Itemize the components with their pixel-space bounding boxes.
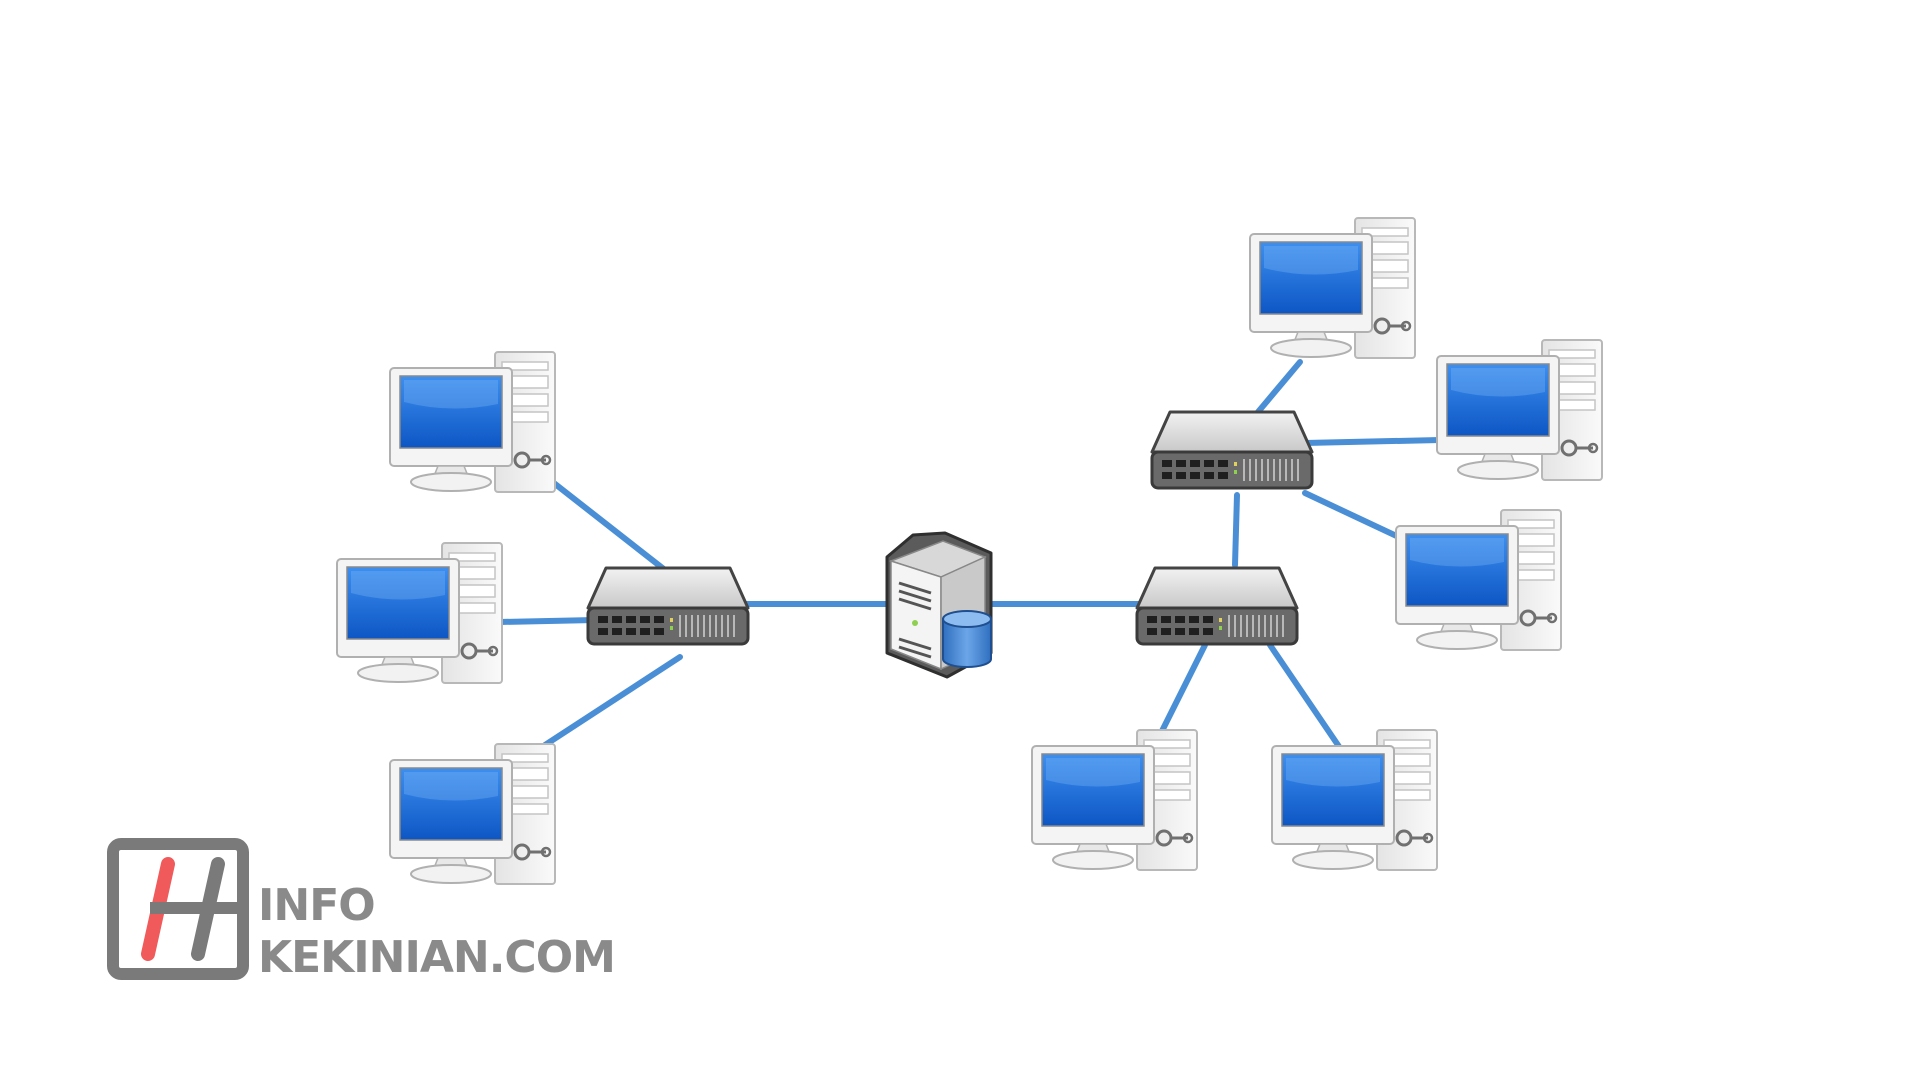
watermark-line2: KEKINIAN.COM xyxy=(258,932,615,983)
link-switch-left-pc-left-1 xyxy=(547,477,668,573)
watermark-line1: INFO xyxy=(258,880,375,931)
computer-icon xyxy=(335,541,504,685)
link-switch-right-lower-pc-right-lower-2 xyxy=(1267,642,1343,751)
computer-icon xyxy=(1394,508,1563,652)
link-switch-right-upper-pc-right-upper-3 xyxy=(1302,490,1408,543)
computer-icon xyxy=(1248,216,1417,360)
switch-icon xyxy=(1150,410,1314,490)
link-switch-right-lower-pc-right-lower-1 xyxy=(1157,642,1208,738)
watermark-logo: INFO KEKINIAN.COM xyxy=(107,838,616,983)
computer-icon xyxy=(1030,728,1199,872)
computer-icon xyxy=(1270,728,1439,872)
link-switch-right-lower-upper xyxy=(1232,492,1240,568)
link-switch-left-pc-left-2 xyxy=(497,617,598,625)
switch-icon xyxy=(586,566,750,646)
link-switch-right-upper-pc-right-upper-1 xyxy=(1255,359,1303,415)
computer-icon xyxy=(388,742,557,886)
computer-icon xyxy=(1435,338,1604,482)
computer-icon xyxy=(388,350,557,494)
switch-icon xyxy=(1135,566,1299,646)
network-links xyxy=(497,359,1443,751)
link-switch-right-upper-pc-right-upper-2 xyxy=(1302,437,1443,446)
link-switch-left-pc-left-3 xyxy=(542,654,683,748)
database-server-icon xyxy=(885,531,993,679)
